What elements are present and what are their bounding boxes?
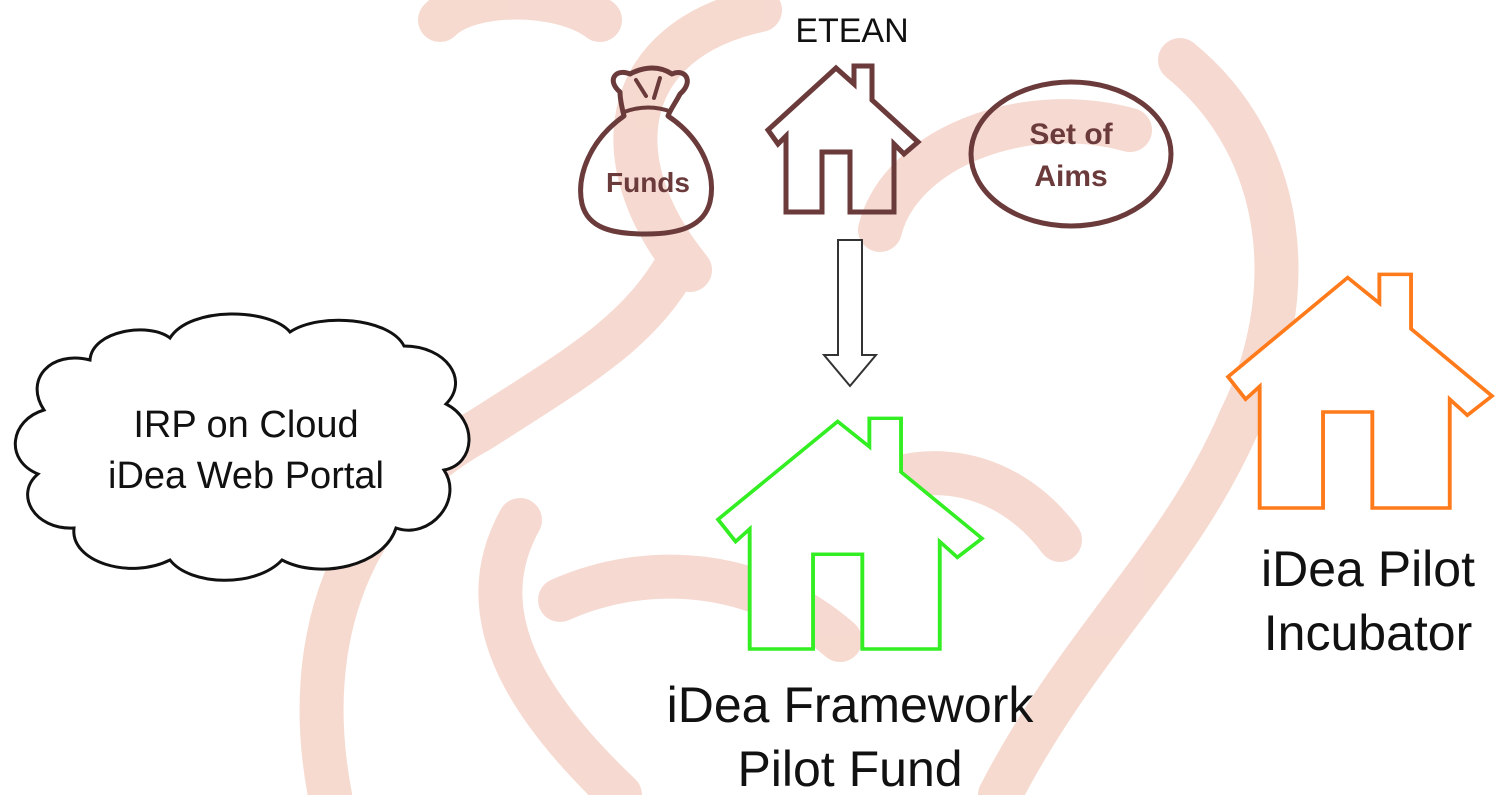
cloud-text-line2: iDea Web Portal — [108, 455, 384, 497]
aims-label-line1: Set of — [1029, 118, 1113, 151]
cloud-icon — [13, 312, 471, 582]
cloud-text-line1: IRP on Cloud — [133, 404, 358, 446]
money-bag-icon — [578, 65, 714, 237]
framework-label-line2: Pilot Fund — [737, 741, 962, 795]
framework-label-line1: iDea Framework — [667, 677, 1035, 733]
etean-house-icon — [768, 66, 918, 212]
aims-ellipse-icon — [968, 79, 1174, 229]
incubator-label-line2: Incubator — [1264, 605, 1472, 661]
aims-label-line2: Aims — [1034, 160, 1107, 193]
funds-label: Funds — [606, 167, 690, 198]
incubator-label-line1: iDea Pilot — [1261, 541, 1475, 597]
lightbulb-watermark-icon — [299, 0, 1299, 795]
etean-title: ETEAN — [795, 12, 908, 50]
down-arrow-icon — [821, 239, 879, 388]
